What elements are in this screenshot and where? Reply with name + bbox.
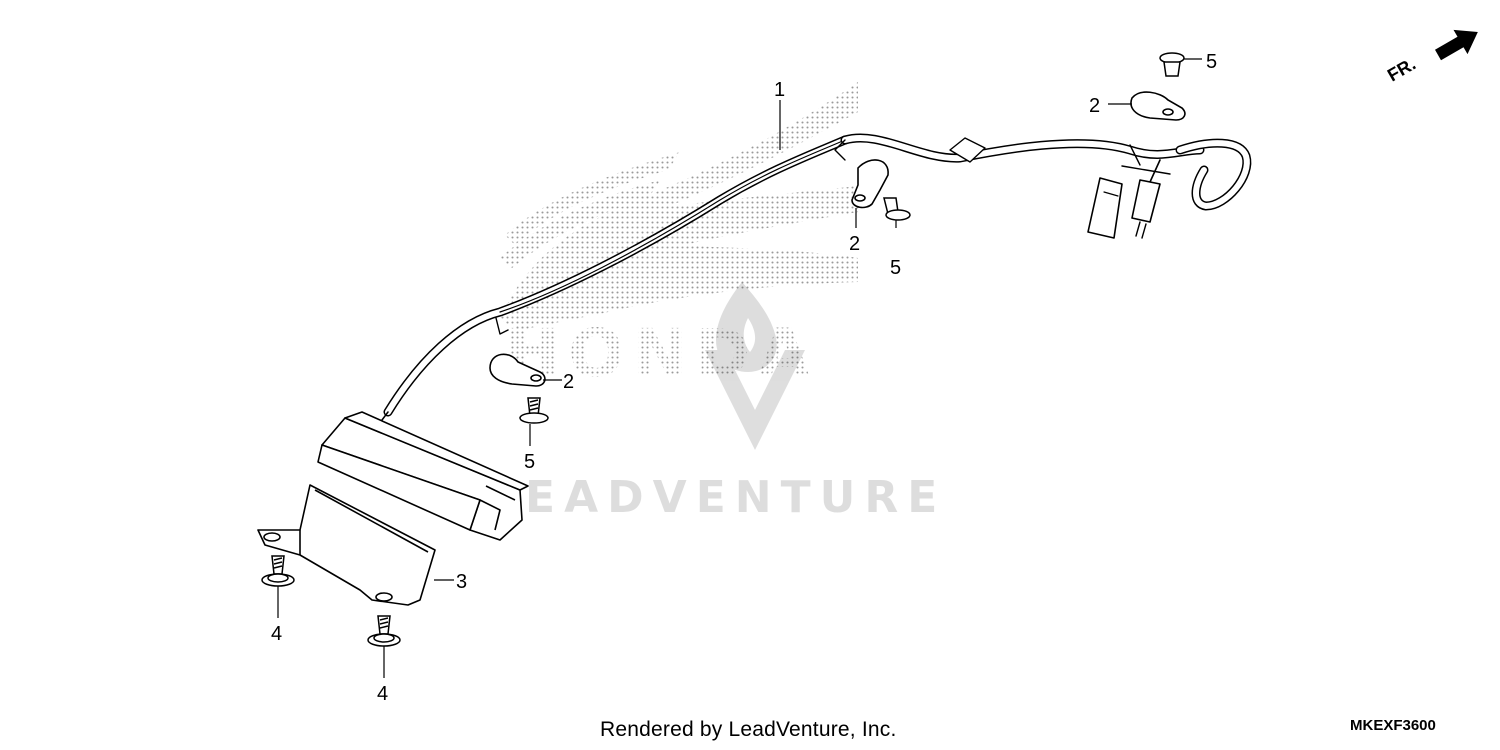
clamp-middle — [851, 159, 889, 209]
bolt-right — [367, 615, 401, 647]
callout-3: 3 — [456, 571, 467, 593]
leadventure-text-watermark: LEADVENTURE — [488, 472, 946, 523]
honda-text-watermark: HONDA — [505, 315, 817, 392]
callout-5-right: 5 — [1206, 51, 1217, 73]
license-light-housing — [317, 411, 529, 541]
clamp-right — [1130, 91, 1186, 121]
drawing-code: MKEXF3600 — [1350, 717, 1436, 734]
screw-middle — [883, 197, 911, 221]
callout-2-left: 2 — [563, 371, 574, 393]
callout-2-right: 2 — [1089, 95, 1100, 117]
leader-lines — [277, 58, 1202, 678]
callout-4-right: 4 — [377, 683, 388, 705]
screw-right — [1159, 52, 1185, 77]
callout-5-middle: 5 — [890, 257, 901, 279]
callout-2-middle: 2 — [849, 233, 860, 255]
front-direction-label: FR. — [1384, 54, 1419, 86]
callout-5-left: 5 — [524, 451, 535, 473]
rendered-by-credit: Rendered by LeadVenture, Inc. — [600, 718, 897, 741]
bolt-left — [261, 555, 295, 587]
screw-left — [519, 397, 549, 424]
leadventure-watermark — [705, 282, 805, 450]
wire-harness — [381, 133, 1252, 421]
front-direction-arrow-icon — [1435, 29, 1478, 61]
callout-4-left: 4 — [271, 623, 282, 645]
bracket — [257, 484, 436, 606]
callout-1: 1 — [774, 79, 785, 101]
